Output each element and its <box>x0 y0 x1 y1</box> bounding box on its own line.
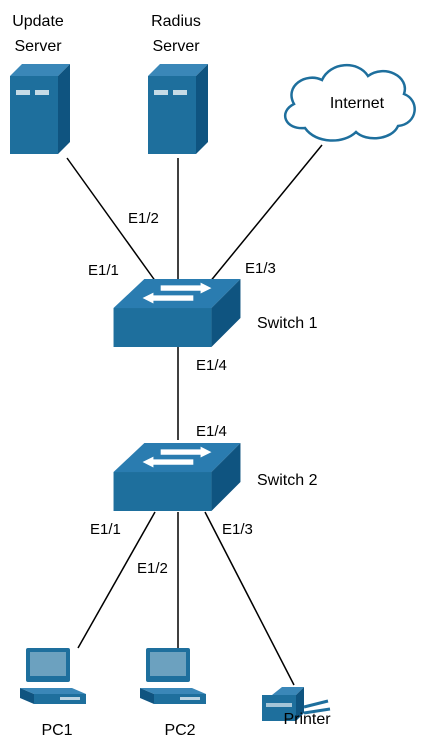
port-label-s2-e1-3: E1/3 <box>222 521 253 538</box>
link-internet-switch1 <box>208 144 323 284</box>
update-server[interactable]: Update Server <box>10 13 70 154</box>
update-server-label-line2: Server <box>14 38 62 55</box>
printer[interactable]: Printer <box>262 685 332 728</box>
server-icon <box>10 64 70 154</box>
cloud-icon <box>283 63 416 142</box>
switch-icon <box>113 279 241 347</box>
internet-cloud[interactable]: Internet <box>283 63 416 142</box>
switch-1[interactable]: Switch 1 <box>113 279 318 347</box>
link-update-server-switch1 <box>66 157 157 283</box>
port-label-s1-e1-4: E1/4 <box>196 357 227 374</box>
port-label-s1-e1-3: E1/3 <box>245 260 276 277</box>
switch-2[interactable]: Switch 2 <box>113 443 318 511</box>
pc-icon <box>20 648 86 704</box>
port-label-s2-e1-2: E1/2 <box>137 560 168 577</box>
link-switch2-pc1 <box>77 511 156 649</box>
pc-2[interactable]: PC2 <box>140 648 206 739</box>
pc-icon <box>140 648 206 704</box>
pc-2-label: PC2 <box>164 722 195 739</box>
switch-1-label: Switch 1 <box>257 315 318 332</box>
radius-server-label-line2: Server <box>152 38 200 55</box>
server-icon <box>148 64 208 154</box>
internet-label: Internet <box>330 95 385 112</box>
link-switch2-printer <box>204 511 295 686</box>
links <box>66 144 323 686</box>
radius-server[interactable]: Radius Server <box>148 13 208 154</box>
port-label-s2-e1-1: E1/1 <box>90 521 121 538</box>
port-labels: E1/1 E1/2 E1/3 E1/4 E1/4 E1/1 E1/2 E1/3 <box>88 210 276 577</box>
radius-server-label-line1: Radius <box>151 13 201 30</box>
port-label-s1-e1-1: E1/1 <box>88 262 119 279</box>
switch-2-label: Switch 2 <box>257 472 318 489</box>
update-server-label-line1: Update <box>12 13 64 30</box>
pc-1-label: PC1 <box>41 722 72 739</box>
switch-icon <box>113 443 241 511</box>
port-label-s2-e1-4: E1/4 <box>196 423 227 440</box>
printer-label: Printer <box>283 711 331 728</box>
pc-1[interactable]: PC1 <box>20 648 86 739</box>
port-label-s1-e1-2: E1/2 <box>128 210 159 227</box>
